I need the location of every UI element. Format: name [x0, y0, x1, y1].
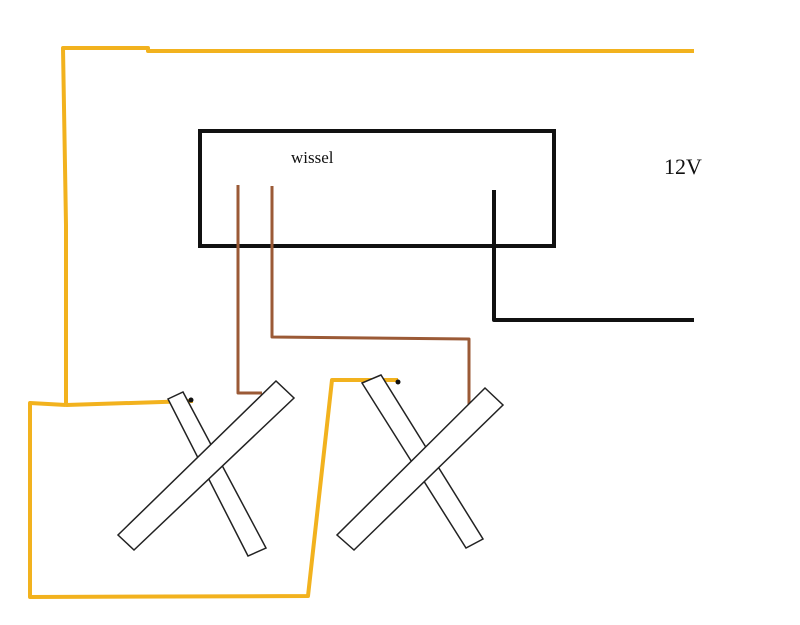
voltage-label: 12V [664, 154, 702, 179]
wire-yellow-top [61, 46, 694, 405]
coil-left [116, 379, 296, 557]
switch-box [198, 129, 556, 248]
coil-left-bar-b [116, 379, 296, 552]
coil-right-bar-b [335, 386, 505, 552]
wire-black [492, 190, 694, 322]
wire-brown-right [270, 186, 471, 406]
terminal-dot [188, 397, 194, 403]
switch-box-label: wissel [291, 148, 334, 167]
coil-left-bar-a [166, 391, 268, 557]
wire-yellow-loop [28, 378, 398, 599]
coil-right [335, 374, 505, 552]
wire-brown-left [236, 185, 262, 395]
terminal-dot [395, 379, 401, 385]
